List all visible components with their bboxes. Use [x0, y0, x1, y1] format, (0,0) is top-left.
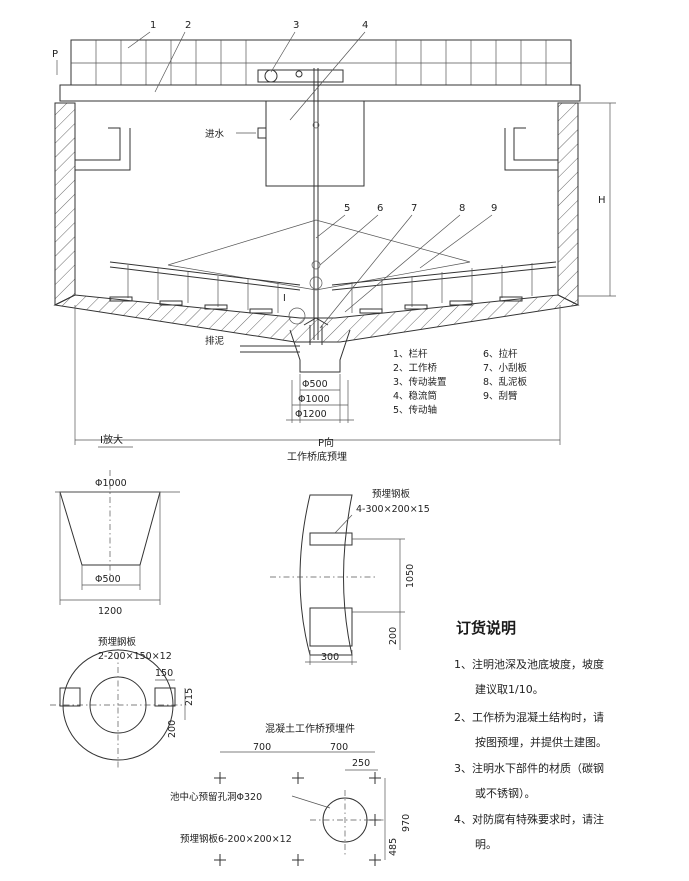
svg-text:3、注明水下部件的材质（碳钢: 3、注明水下部件的材质（碳钢	[454, 761, 604, 775]
svg-text:按图预埋，并提供土建图。: 按图预埋，并提供土建图。	[475, 735, 607, 749]
svg-text:300: 300	[321, 652, 339, 663]
svg-text:Φ500: Φ500	[302, 379, 328, 390]
working-bridge	[59, 84, 581, 102]
svg-text:200: 200	[388, 627, 399, 645]
svg-text:工作桥底预埋: 工作桥底预埋	[287, 450, 347, 463]
svg-text:4、对防腐有特殊要求时，请注: 4、对防腐有特殊要求时，请注	[454, 812, 604, 826]
scraper-blades	[109, 263, 533, 314]
svg-text:485: 485	[388, 838, 399, 856]
svg-text:建议取1/10。: 建议取1/10。	[475, 682, 544, 696]
detail-i-view: I放大 Φ1000 Φ500 1200	[55, 433, 180, 617]
svg-text:1、注明池深及池底坡度，坡度: 1、注明池深及池底坡度，坡度	[454, 657, 604, 671]
callout-7: 7	[411, 203, 417, 214]
drive-unit	[257, 69, 344, 83]
svg-text:H: H	[598, 195, 606, 206]
svg-text:I放大: I放大	[100, 433, 123, 446]
callout-6: 6	[377, 203, 383, 214]
svg-text:150: 150	[155, 668, 173, 679]
svg-text:970: 970	[401, 814, 412, 832]
height-dimension: H	[578, 102, 616, 297]
svg-text:Φ1200: Φ1200	[295, 409, 327, 420]
inlet-label: 进水	[205, 128, 225, 140]
svg-text:1050: 1050	[405, 564, 416, 588]
launder-left	[74, 127, 131, 171]
tank-left-wall	[54, 102, 76, 306]
svg-text:Φ1000: Φ1000	[95, 478, 127, 489]
callout-1: 1	[150, 20, 156, 31]
launder-right	[504, 127, 559, 171]
svg-text:P向: P向	[318, 436, 334, 449]
component-legend: 1、栏杆 2、工作桥 3、传动装置 4、稳流筒 5、传动轴 6、拉杆 7、小刮板…	[393, 348, 528, 416]
detail-i-circle	[288, 307, 306, 325]
svg-text:预埋钢板6-200×200×12: 预埋钢板6-200×200×12	[180, 833, 292, 845]
sludge-label: 排泥	[205, 335, 225, 347]
svg-text:700: 700	[330, 742, 348, 753]
view-p: P向 工作桥底预埋 预埋钢板 4-300×200×15 1050 200 300	[270, 436, 430, 665]
detail-marker: I	[283, 293, 286, 304]
callout-4: 4	[362, 20, 368, 31]
main-section-view: 1 2 3 4 5 6 7 8 9 P 进水 排泥 I H	[52, 20, 616, 445]
svg-text:预埋钢板: 预埋钢板	[372, 488, 411, 500]
scraper-arm-left	[109, 261, 301, 291]
concrete-bridge-embeds: 混凝土工作桥预埋件 700 700 250 池中心预留孔洞Φ320 预埋钢板6-…	[170, 722, 412, 866]
order-notes-title: 订货说明	[456, 619, 516, 637]
svg-text:预埋钢板: 预埋钢板	[98, 636, 137, 648]
svg-text:4、稳流筒: 4、稳流筒	[393, 390, 437, 402]
svg-text:Φ500: Φ500	[95, 574, 121, 585]
inlet-pipe	[257, 127, 267, 139]
svg-text:8、乱泥板: 8、乱泥板	[483, 376, 528, 388]
svg-text:1、栏杆: 1、栏杆	[393, 348, 428, 360]
callout-5: 5	[344, 203, 350, 214]
order-notes: 订货说明 1、注明池深及池底坡度，坡度 建议取1/10。 2、工作桥为混凝土结构…	[454, 619, 607, 851]
stilling-well	[265, 100, 365, 187]
svg-text:池中心预留孔洞Φ320: 池中心预留孔洞Φ320	[170, 791, 262, 803]
svg-text:215: 215	[184, 688, 195, 706]
svg-text:250: 250	[352, 758, 370, 769]
svg-text:3、传动装置: 3、传动装置	[393, 376, 447, 388]
callout-2: 2	[185, 20, 191, 31]
callout-8: 8	[459, 203, 465, 214]
bottom-dimensions: Φ500 Φ1000 Φ1200	[74, 305, 561, 445]
svg-text:明。: 明。	[475, 838, 497, 851]
svg-text:或不锈钢）。: 或不锈钢）。	[475, 787, 536, 800]
svg-text:2-200×150×12: 2-200×150×12	[98, 651, 172, 662]
svg-text:2、工作桥为混凝土结构时，请: 2、工作桥为混凝土结构时，请	[454, 710, 604, 724]
view-marker-p: P	[52, 49, 58, 60]
svg-text:Φ1000: Φ1000	[298, 394, 330, 405]
svg-text:7、小刮板: 7、小刮板	[483, 362, 528, 374]
plan-plate-view: 预埋钢板 2-200×150×12 150 215 200	[50, 636, 195, 770]
svg-text:9、刮臂: 9、刮臂	[483, 390, 518, 402]
sludge-hopper	[289, 329, 351, 373]
railing	[70, 39, 572, 86]
svg-text:混凝土工作桥预埋件: 混凝土工作桥预埋件	[265, 722, 355, 735]
svg-text:2、工作桥: 2、工作桥	[393, 362, 438, 374]
svg-text:4-300×200×15: 4-300×200×15	[356, 504, 430, 515]
scraper-arm-right	[331, 261, 557, 291]
tank-right-wall	[557, 102, 579, 306]
svg-text:5、传动轴: 5、传动轴	[393, 404, 437, 416]
callout-3: 3	[293, 20, 299, 31]
callout-9: 9	[491, 203, 497, 214]
drive-motor	[264, 69, 278, 83]
callouts: 1 2 3 4 5 6 7 8 9	[127, 20, 497, 329]
svg-text:700: 700	[253, 742, 271, 753]
svg-text:1200: 1200	[98, 606, 122, 617]
svg-text:6、拉杆: 6、拉杆	[483, 348, 518, 360]
sludge-pipe	[240, 345, 300, 353]
tie-rods	[167, 219, 471, 291]
svg-text:200: 200	[167, 720, 178, 738]
